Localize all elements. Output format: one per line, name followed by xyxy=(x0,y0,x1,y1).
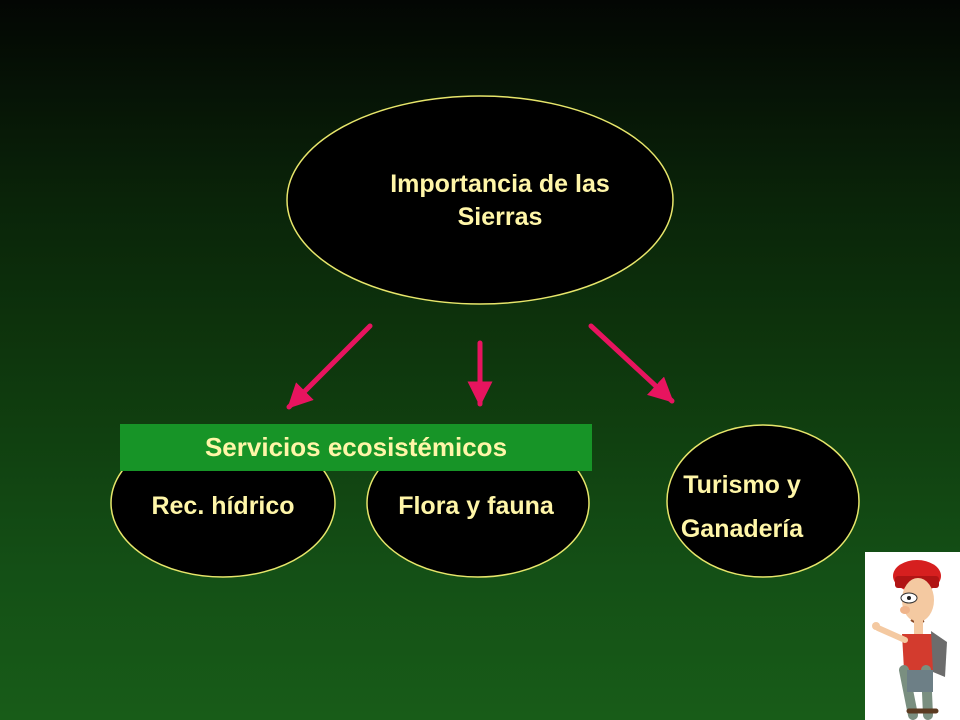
arrow-to-tourism xyxy=(588,323,675,404)
label-tourism: Turismo y Ganadería xyxy=(652,464,832,552)
root-title: Importancia de las Sierras xyxy=(340,168,660,233)
arrow-to-hydric xyxy=(286,323,373,410)
hiker-illustration xyxy=(865,552,960,720)
root-title-line-1: Importancia de las xyxy=(390,170,610,198)
ecosystem-services-label: Servicios ecosistémicos xyxy=(204,432,508,462)
label-hydric: Rec. hídrico xyxy=(118,490,328,523)
label-flora: Flora y fauna xyxy=(366,490,586,523)
node-tourism xyxy=(666,424,860,578)
hiker-icon xyxy=(865,552,960,720)
label-tourism-line-2: Ganadería xyxy=(680,514,804,543)
root-node xyxy=(286,95,674,305)
label-flora-text: Flora y fauna xyxy=(398,492,554,520)
root-title-line-2: Sierras xyxy=(457,202,543,231)
label-hydric-text: Rec. hídrico xyxy=(151,492,295,520)
ecosystem-services-banner: Servicios ecosistémicos xyxy=(120,424,592,471)
label-tourism-line-1: Turismo y xyxy=(683,471,801,499)
